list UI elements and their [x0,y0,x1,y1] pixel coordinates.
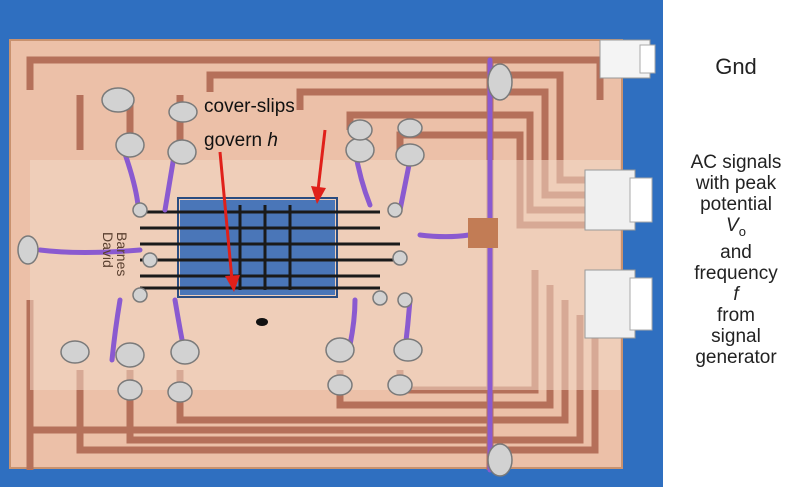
voltage-subscript: o [738,223,746,239]
ac-line-3: potential [700,194,772,215]
annotation-govern-h: govern h [204,130,278,151]
ac-line-9: signal [711,325,761,347]
board-imprint: David Barnes [100,232,130,276]
ac-line-1: AC signals [690,152,782,173]
ac-line-4: Vo [672,215,800,242]
annotation-cover-slips: cover-slips [204,96,295,117]
debris-speck [256,318,268,326]
copper-pad [468,218,498,248]
red-arrows [218,129,327,292]
voltage-symbol: V [726,215,739,236]
ac-line-2: with peak [695,173,777,194]
solder-joints [17,63,513,477]
ac-line-6: frequency [694,262,778,284]
gnd-label: Gnd [715,54,757,79]
board-text-1: David [100,232,116,268]
board-text-2: Barnes [114,232,130,276]
connector-signal-1 [584,169,653,231]
ac-line-8: from [717,304,755,326]
ac-line-10: generator [695,346,777,368]
frequency-symbol: f [733,283,739,305]
ac-line-5: and [720,241,752,263]
electrode-chip [140,197,400,298]
ac-signal-label: AC signals with peak potential Vo and fr… [672,152,800,368]
connector-signal-2 [584,269,653,339]
connector-gnd [599,39,656,79]
device-photo: David Barnes cover-slips govern h [0,0,663,487]
